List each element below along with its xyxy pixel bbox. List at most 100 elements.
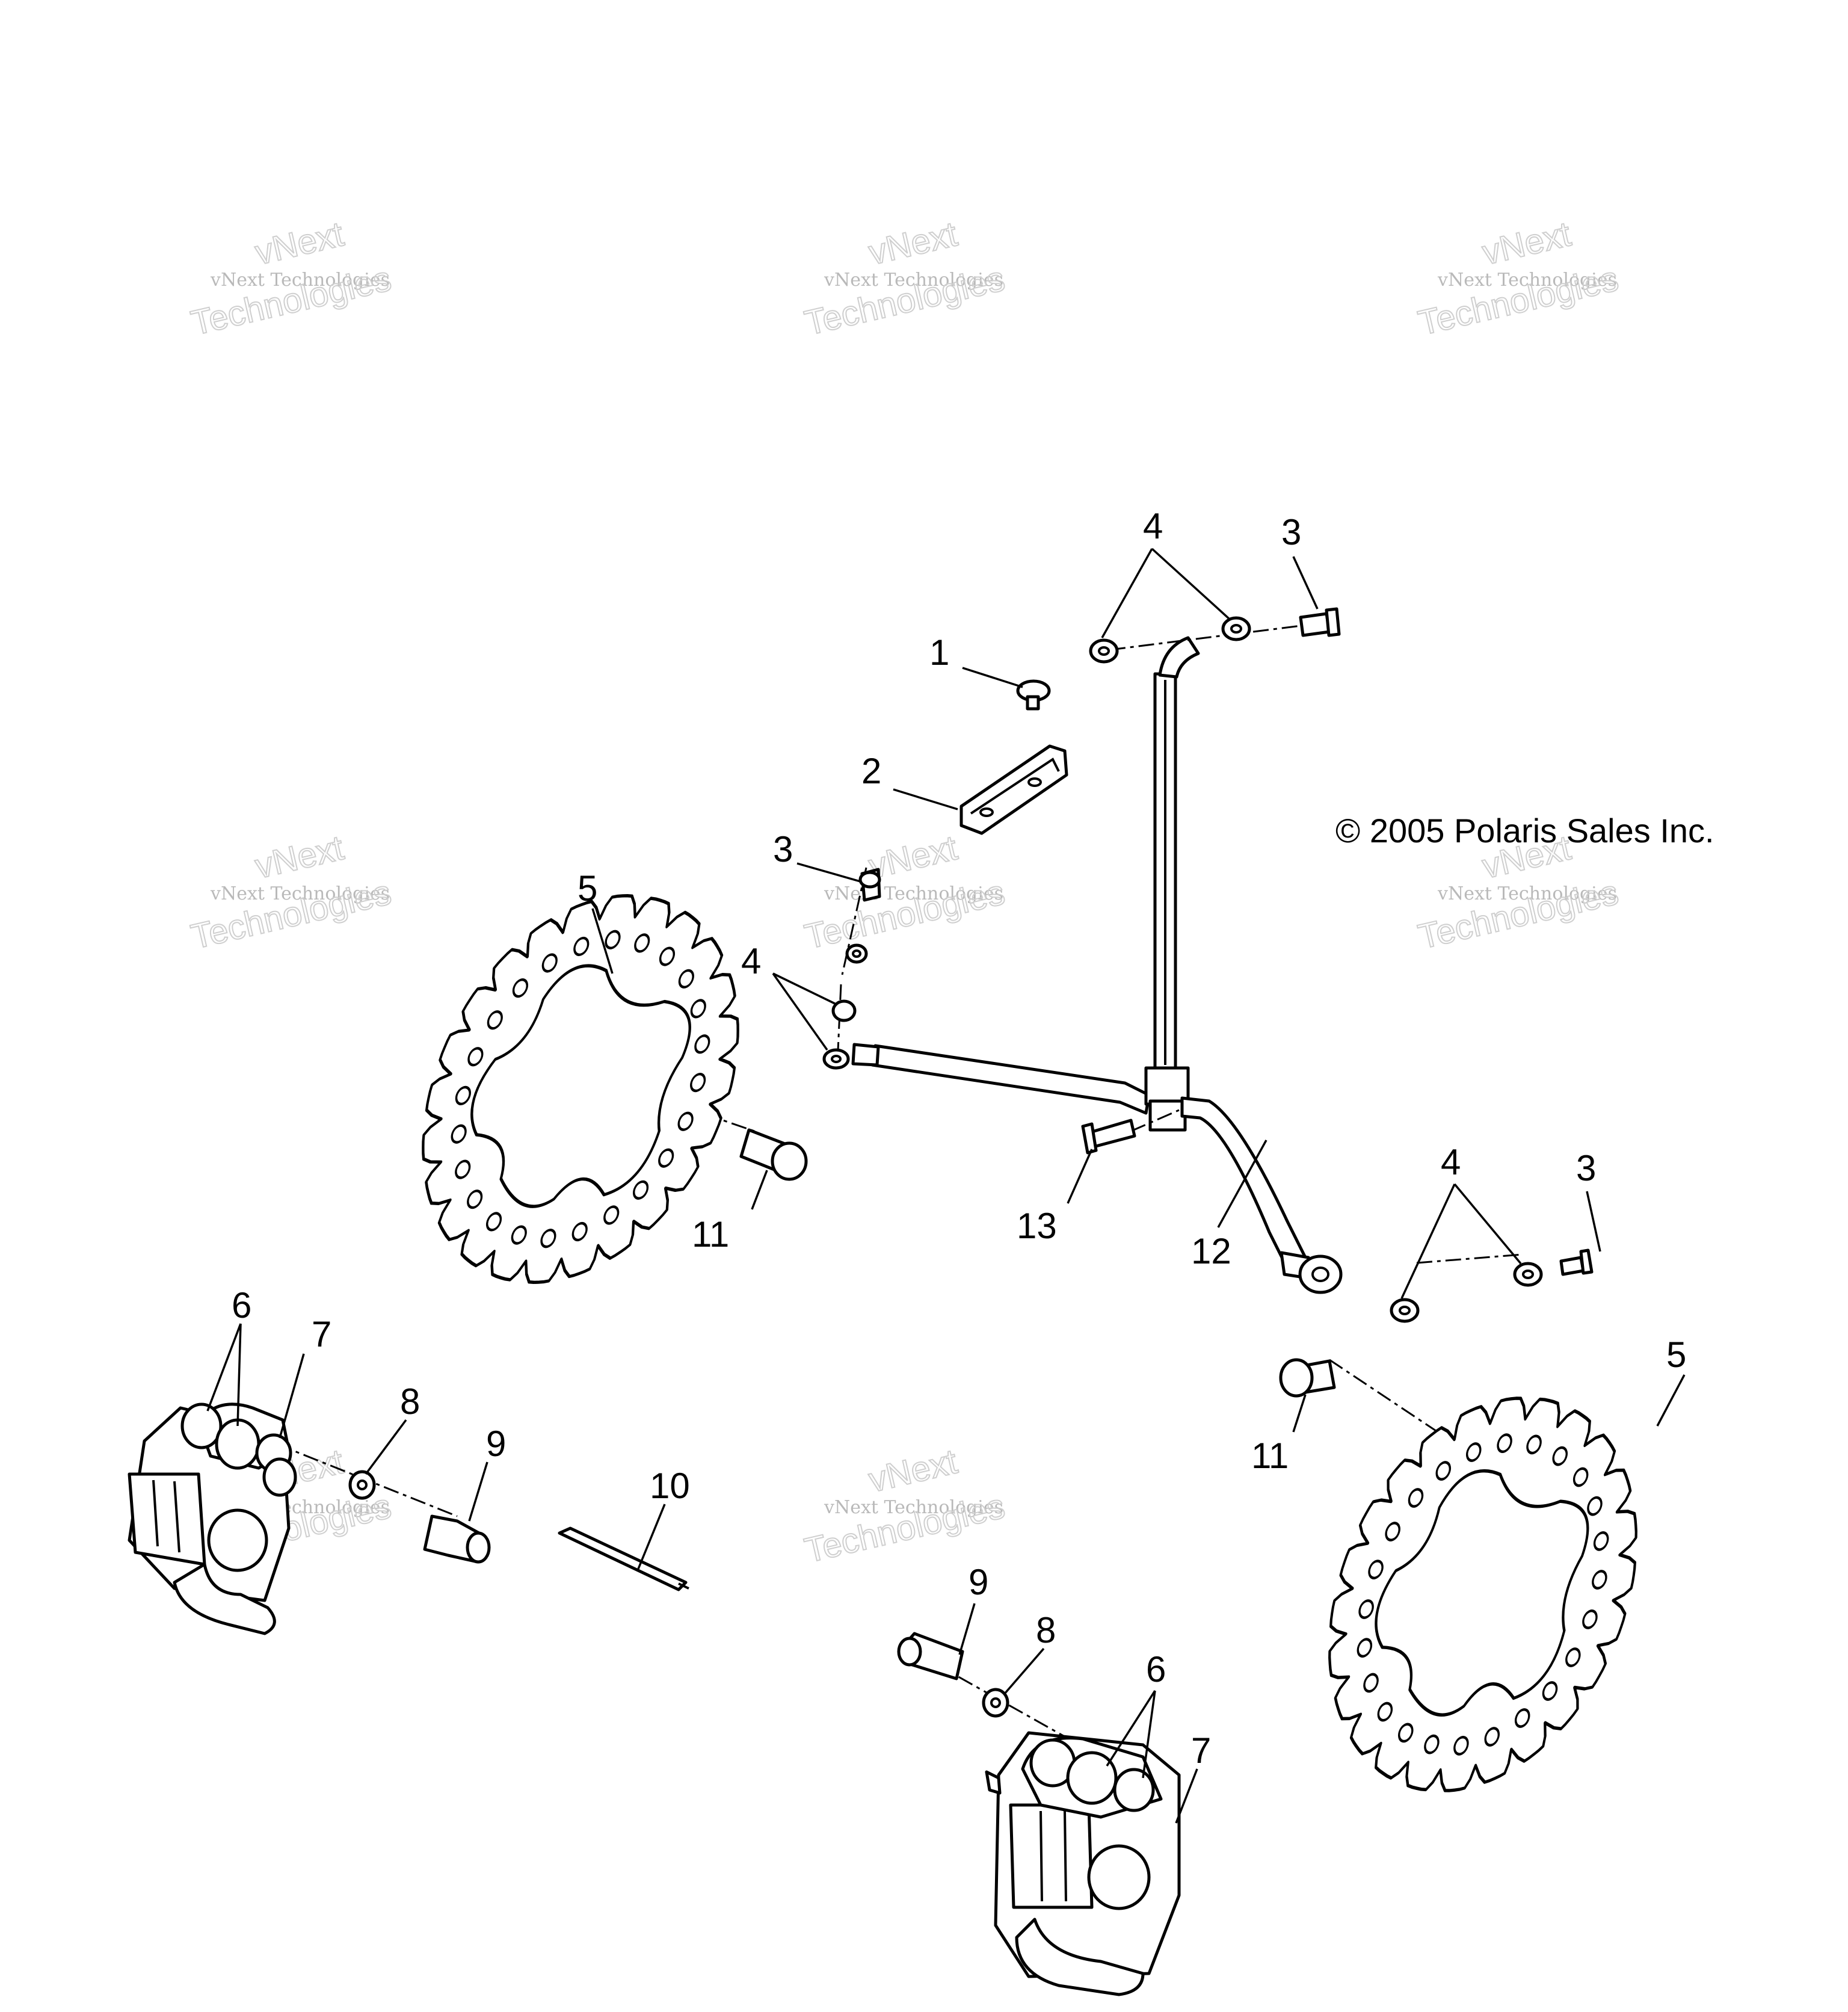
disc-vent-hole: [677, 1111, 694, 1131]
callout-12: 12: [1191, 1231, 1231, 1271]
t-manifold-block: [1144, 1066, 1190, 1106]
disc-vent-hole: [605, 930, 621, 949]
disc-vent-hole: [694, 1034, 710, 1054]
callout-7-bottom: 7: [1191, 1730, 1211, 1771]
disc-vent-hole: [455, 1159, 471, 1179]
callout-6-bottom: 6: [1146, 1649, 1166, 1690]
disc-vent-hole: [455, 1085, 471, 1105]
watermark-line1: vNext: [251, 214, 347, 273]
brake-disc-right: [1328, 1396, 1637, 1792]
brake-hose-assembly: [851, 636, 1343, 1294]
disc-vent-hole: [571, 1221, 588, 1242]
disc-vent-hole: [541, 953, 558, 973]
part-11-bolt-right: [1279, 1358, 1336, 1398]
disc-vent-hole: [1572, 1467, 1589, 1487]
disc-vent-hole: [573, 936, 590, 957]
part-2-bracket: [959, 744, 1068, 835]
part-11-bolt-left: [739, 1128, 808, 1181]
disc-vent-hole: [1514, 1708, 1530, 1728]
disc-vent-hole: [540, 1229, 556, 1248]
brake-caliper-left: [128, 1403, 297, 1635]
watermark-line2: vNext Technologies: [1437, 270, 1617, 291]
disc-vent-hole: [451, 1124, 467, 1144]
watermark-line2: vNext Technologies: [1437, 883, 1617, 904]
callout-3-right: 3: [1576, 1148, 1596, 1188]
watermark-line2: vNext Technologies: [824, 270, 1003, 291]
disc-vent-hole: [1592, 1570, 1607, 1590]
watermark-line1: vNext: [865, 214, 961, 273]
disc-vent-hole: [634, 933, 650, 953]
part-9-pin-bottom: [897, 1632, 964, 1680]
disc-vent-hole: [1453, 1736, 1469, 1756]
disc-vent-hole: [1526, 1434, 1542, 1455]
disc-vent-hole: [603, 1205, 620, 1225]
banjo-fitting-left: [831, 999, 857, 1022]
disc-vent-hole: [690, 999, 706, 1019]
banjo-fitting-top: [1158, 636, 1200, 679]
disc-vent-hole: [632, 1180, 649, 1200]
watermark-line1: vNext: [865, 1442, 961, 1500]
disc-vent-hole: [1552, 1446, 1568, 1466]
disc-vent-hole: [658, 1148, 674, 1168]
watermark-line1: vNext: [1479, 214, 1574, 273]
disc-vent-hole: [487, 1010, 503, 1030]
watermark-line2: vNext Technologies: [824, 883, 1003, 904]
watermark-line1: vNext: [251, 828, 347, 886]
disc-vent-hole: [1358, 1599, 1374, 1619]
brake-caliper-bottom: [985, 1731, 1181, 1996]
callout-2: 2: [861, 751, 881, 791]
part-10-clip: [558, 1526, 689, 1591]
callout-3-mid: 3: [773, 829, 793, 869]
callout-3-top: 3: [1281, 512, 1301, 552]
copyright-notice: © 2005 Polaris Sales Inc.: [1335, 812, 1714, 850]
part-13-bolt: [1081, 1119, 1136, 1155]
banjo-bolt: [1559, 1256, 1585, 1276]
callout-4-right: 4: [1441, 1142, 1461, 1182]
disc-vent-hole: [1565, 1647, 1581, 1667]
brake-hose-left: [870, 1044, 1151, 1115]
part-8-washer-left: [348, 1470, 376, 1500]
disc-vent-hole: [1398, 1723, 1414, 1743]
brake-disc-left: [422, 893, 739, 1285]
callout-8-left: 8: [400, 1381, 420, 1422]
callout-10: 10: [650, 1466, 690, 1506]
disc-vent-hole: [1377, 1702, 1393, 1722]
callout-4-top: 4: [1143, 506, 1163, 546]
watermark-line2: vNext Technologies: [824, 1497, 1003, 1518]
disc-vent-hole: [1357, 1638, 1373, 1658]
disc-vent-hole: [467, 1047, 484, 1067]
callout-1: 1: [929, 632, 949, 673]
disc-vent-hole: [1497, 1433, 1512, 1453]
disc-vent-hole: [1542, 1681, 1558, 1701]
right-fitting-hardware: [1390, 1248, 1594, 1323]
disc-vent-hole: [467, 1190, 483, 1209]
part-1-screw: [1016, 679, 1051, 711]
callout-labels: 1 2 3 3 3 4 4 4 5 5 6 6 7 7 8 8 9 9 10 1…: [232, 506, 1686, 1771]
disc-vent-hole: [1363, 1673, 1379, 1693]
mid-fitting-hardware: [822, 868, 881, 1070]
part-9-pin-left: [423, 1514, 491, 1564]
disc-vent-hole: [1385, 1522, 1400, 1541]
callout-9-left: 9: [486, 1424, 506, 1464]
disc-vent-hole: [1582, 1609, 1598, 1629]
disc-vent-hole: [1593, 1531, 1609, 1551]
disc-vent-hole: [678, 969, 694, 989]
callout-13: 13: [1017, 1206, 1057, 1246]
callout-7-left: 7: [312, 1314, 331, 1354]
disc-vent-hole: [1465, 1442, 1482, 1462]
callout-6-left: 6: [232, 1285, 251, 1325]
disc-vent-hole: [1408, 1488, 1424, 1508]
disc-vent-hole: [485, 1212, 502, 1232]
disc-vent-hole: [1435, 1461, 1452, 1481]
watermark-line2: vNext Technologies: [210, 883, 390, 904]
callout-9-bottom: 9: [969, 1562, 988, 1602]
disc-vent-hole: [659, 946, 676, 966]
part-8-washer-bottom: [982, 1688, 1009, 1718]
disc-vent-hole: [1424, 1734, 1440, 1754]
